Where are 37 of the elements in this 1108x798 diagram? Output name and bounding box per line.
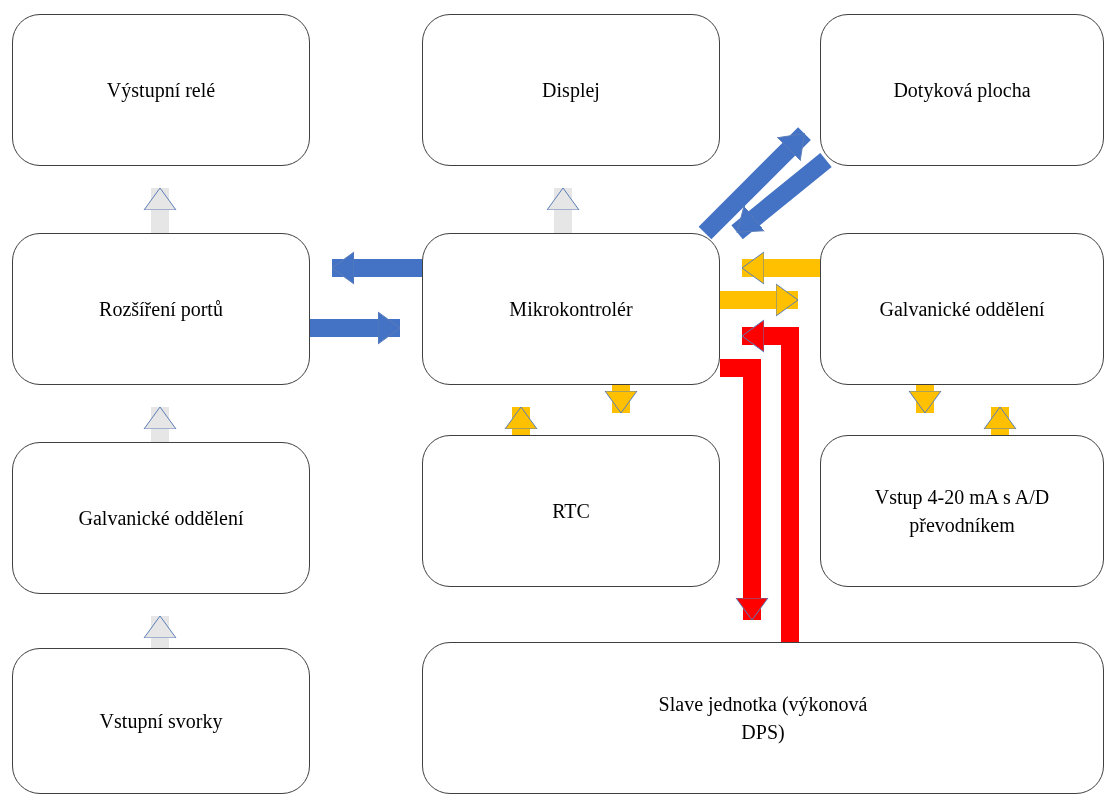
block-label: Displej [542,78,600,104]
block-arrow [143,187,177,233]
block-arrow [504,406,538,435]
block-arrow [731,153,832,240]
block-box [12,648,310,794]
block-arrow [310,311,401,345]
block-box [12,233,310,385]
block-label: Výstupní relé [106,78,216,104]
block-box [422,642,1104,794]
block-arrow [741,319,799,642]
block-box [422,233,720,385]
block-arrow [331,251,422,285]
block-arrow [698,127,811,240]
block-label: Mikrokontrolér [509,297,633,322]
block-box [820,435,1104,587]
block-arrow [604,385,638,414]
block-box [820,14,1104,166]
block-label: Galvanické oddělení [78,506,244,531]
block-label: Slave jednotka (výkonová DPS) [658,692,868,745]
block-arrow [143,615,177,648]
block-label: Vstupní svorky [99,709,223,735]
block-label: Rozšíření portů [99,297,223,323]
block-arrow [983,406,1017,435]
block-box [422,435,720,587]
block-arrow [546,187,580,233]
block-label: RTC [552,499,590,524]
block-arrow [741,251,820,285]
block-arrow [720,359,769,621]
block-label: Galvanické oddělení [879,297,1045,322]
block-label: Vstup 4-20 mA s A/D převodníkem [873,485,1051,539]
block-arrow [908,385,942,414]
block-box [12,442,310,594]
block-label: Dotyková plocha [893,78,1031,104]
block-arrow [143,406,177,442]
block-box [820,233,1104,385]
block-box [422,14,720,166]
block-box [12,14,310,166]
